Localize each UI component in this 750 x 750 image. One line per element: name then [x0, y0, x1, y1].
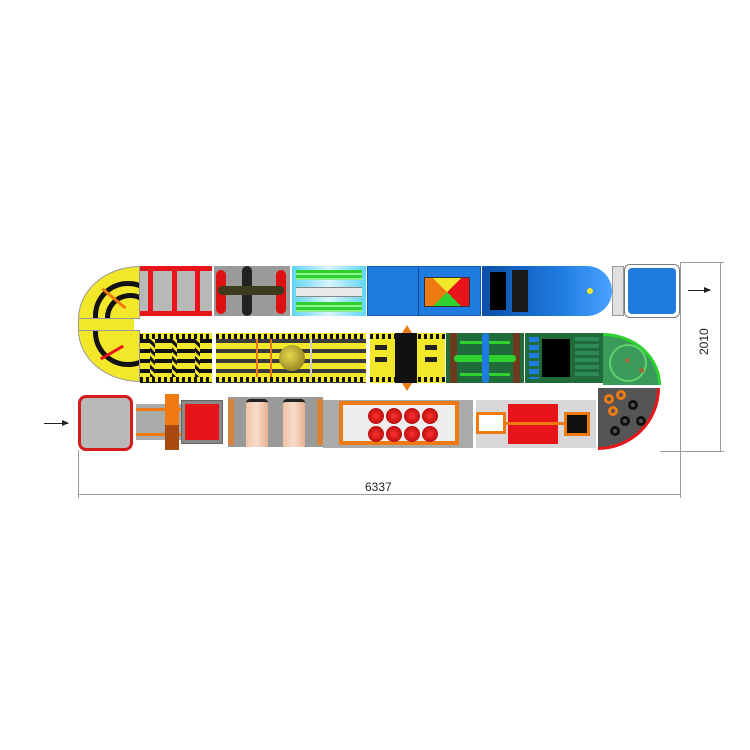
curve-green [603, 333, 661, 385]
roller-1 [246, 399, 268, 447]
slide-connector [612, 266, 624, 316]
width-dimension-left-tick [78, 450, 79, 498]
width-dimension-label: 6337 [365, 480, 392, 494]
exit-guide-line [680, 262, 681, 452]
blue-pyramid-block [367, 266, 481, 316]
height-dimension-label: 2010 [697, 328, 711, 355]
width-dimension-right-tick [680, 450, 681, 498]
width-dimension-line [78, 494, 681, 495]
roller-2 [283, 399, 305, 447]
height-dimension-bottom-tick [660, 451, 724, 452]
orange-post [165, 394, 179, 450]
pillar-grid [368, 408, 438, 442]
height-dimension-top-tick [680, 262, 724, 263]
grey-entry-pad [78, 395, 133, 451]
curve-yellow-top [78, 266, 140, 319]
roller-section [228, 397, 323, 447]
sweeper-hub-icon [279, 345, 305, 371]
red-pop-up-pillars [323, 400, 473, 448]
blue-exit-pad [624, 264, 680, 318]
green-blue-climb [525, 333, 603, 383]
green-cross-pillars [446, 333, 524, 383]
entry-arrow-icon [44, 420, 69, 426]
height-dimension-line [720, 262, 721, 452]
red-bars-gate [140, 266, 212, 316]
exit-arrow-icon [688, 287, 711, 293]
orange-spike-top [402, 325, 412, 333]
curve-tires [598, 388, 660, 450]
green-cyan-tunnel [292, 266, 366, 316]
red-entry-block [181, 400, 223, 444]
blue-climb-slide [482, 266, 612, 316]
yellow-black-climb [370, 333, 445, 383]
red-cross-barrier [214, 266, 290, 316]
orange-spike-bottom [402, 383, 412, 391]
yellow-rope-weave [140, 333, 212, 383]
curve-divider [78, 319, 134, 330]
curve-yellow-bottom [78, 330, 140, 382]
red-tunnel-block [476, 400, 596, 448]
yellow-sweeper [216, 333, 366, 383]
